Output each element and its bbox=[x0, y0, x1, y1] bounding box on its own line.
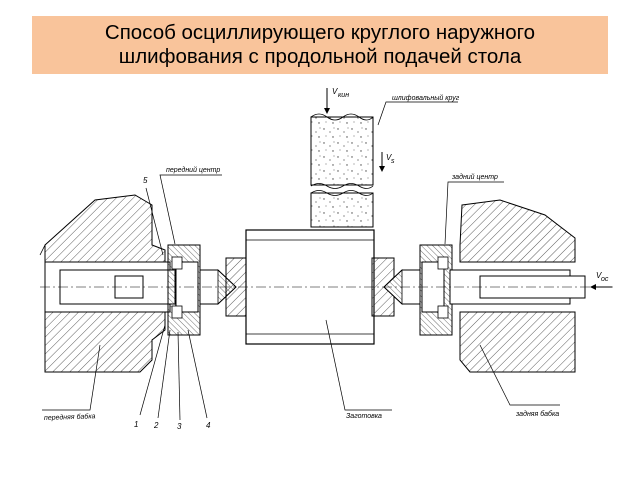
tailstock-label: задняя бабка bbox=[515, 410, 559, 418]
title-banner: Способ осциллирующего круглого наружного… bbox=[32, 16, 608, 74]
grinding-wheel bbox=[310, 113, 374, 228]
front-center-label: передний центр bbox=[166, 166, 220, 174]
v-feed-label: V bbox=[386, 153, 392, 162]
headstock-label: передняя бабка bbox=[44, 412, 96, 422]
workpiece-label: Заготовка bbox=[346, 413, 382, 420]
feed-arrow bbox=[379, 152, 385, 172]
callout-4: 4 bbox=[206, 421, 211, 430]
callout-5: 5 bbox=[143, 176, 148, 185]
v-table-sub: ос bbox=[601, 276, 609, 283]
title-line-2: шлифования с продольной подачей стола bbox=[118, 45, 522, 68]
v-table-label: V bbox=[596, 271, 602, 280]
v-wheel-label: V bbox=[332, 87, 338, 96]
v-wheel-sub: кин bbox=[338, 92, 349, 99]
callout-3: 3 bbox=[177, 422, 182, 431]
v-feed-sub: s bbox=[391, 158, 395, 165]
callout-2: 2 bbox=[153, 421, 159, 430]
wheel-speed-arrow bbox=[324, 88, 330, 114]
numbered-callouts bbox=[139, 324, 208, 421]
tailstock bbox=[459, 199, 576, 373]
rear-center-label: задний центр bbox=[451, 173, 498, 181]
grinding-wheel-label: шлифовальный круг bbox=[392, 94, 460, 102]
title-line-1: Способ осциллирующего круглого наружного bbox=[104, 21, 536, 44]
callout-1: 1 bbox=[134, 420, 138, 429]
